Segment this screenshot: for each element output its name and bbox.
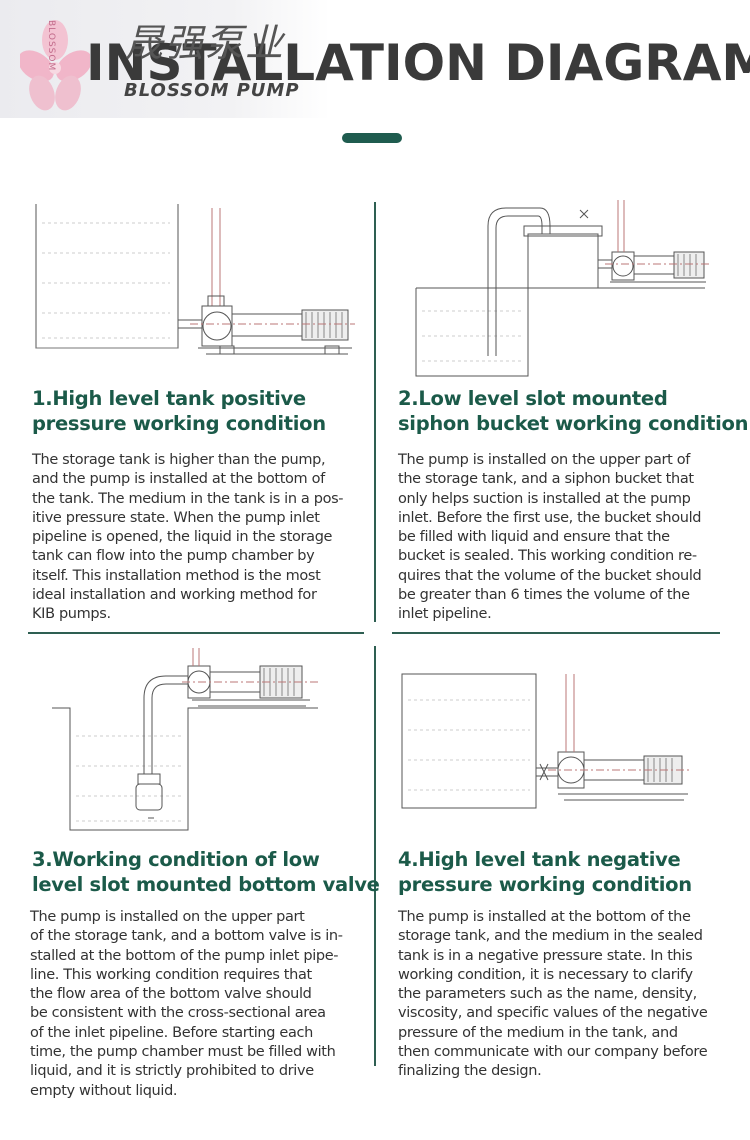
logo-english-text: BLOSSOM PUMP (124, 80, 300, 101)
logo-vertical-text: BLOSSOM (46, 20, 56, 72)
logo-chinese-text: 晟强泵业 (125, 21, 286, 65)
horizontal-divider-left (28, 632, 364, 634)
section-1-title-line-1: 1.High level tank positive (32, 387, 306, 410)
diagram-2-illustration (415, 200, 710, 377)
section-2-title-line-2: siphon bucket working condition (398, 412, 749, 435)
title-underline-bar (342, 133, 402, 143)
section-4-title-line-2: pressure working condition (398, 873, 692, 896)
vertical-divider-bottom (374, 646, 376, 1066)
header: BLOSSOM INSTALLATION DIAGRAM 晟强泵业 BLOSSO… (0, 0, 750, 143)
vertical-divider-top (374, 202, 376, 622)
horizontal-divider-right (392, 632, 720, 634)
section-2-title-line-1: 2.Low level slot mounted (398, 387, 668, 410)
diagram-4-illustration (401, 673, 690, 809)
section-4-description: The pump is installed at the bottom of t… (398, 909, 708, 1080)
section-4-title-line-1: 4.High level tank negative (398, 848, 681, 871)
diagram-1-illustration (35, 204, 355, 355)
section-1-title-line-2: pressure working condition (32, 412, 326, 435)
section-3-description: The pump is installed on the upper part … (30, 909, 343, 1099)
section-1-description: The storage tank is higher than the pump… (32, 452, 344, 623)
section-3-title-line-2: level slot mounted bottom valve (32, 873, 380, 896)
flower-logo-icon (20, 20, 90, 111)
section-2-description: The pump is installed on the upper part … (398, 452, 702, 623)
page-title: INSTALLATION DIAGRAM (86, 34, 750, 92)
diagram-3-illustration (52, 648, 318, 831)
brand-logo-area: BLOSSOM (0, 0, 330, 118)
section-3-title-line-1: 3.Working condition of low (32, 848, 320, 871)
